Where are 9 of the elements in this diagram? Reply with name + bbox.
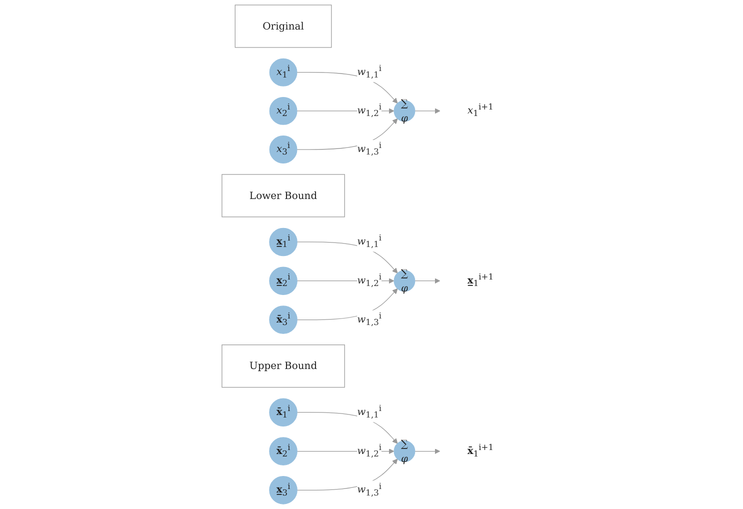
node-box: Original <box>234 4 332 48</box>
node-box: Lower Bound <box>222 174 345 218</box>
arrow <box>414 448 440 454</box>
node-label: φ <box>400 452 408 464</box>
arrow <box>414 278 440 284</box>
node-box: Upper Bound <box>222 344 345 388</box>
node-label: φ <box>400 282 408 294</box>
node-label: φ <box>400 112 408 124</box>
arrow <box>414 108 440 114</box>
